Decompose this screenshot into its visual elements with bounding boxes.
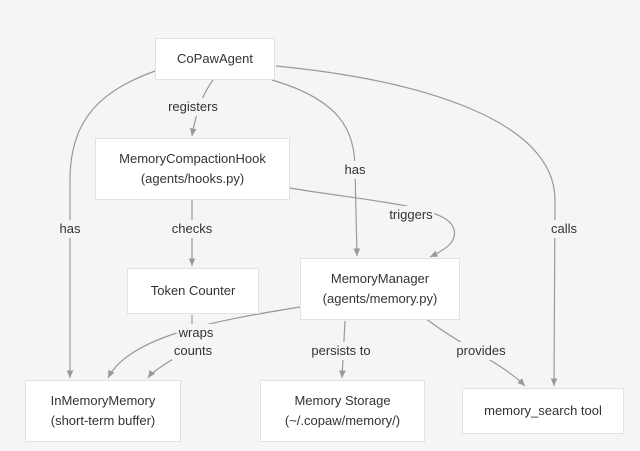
edge-agent-calls-search	[275, 65, 558, 387]
node-label: Memory Storage	[294, 393, 391, 408]
edge-hook-triggers-manager	[289, 187, 455, 258]
node-sublabel: (short-term buffer)	[50, 413, 156, 428]
node-sublabel: (agents/memory.py)	[322, 291, 438, 306]
node-label: InMemoryMemory	[50, 393, 156, 408]
node-label: Token Counter	[150, 283, 236, 298]
edge-label-calls: calls	[548, 220, 580, 238]
node-memory-search-tool: memory_search tool	[462, 388, 624, 434]
node-memory-storage: Memory Storage (~/.copaw/memory/)	[260, 380, 425, 442]
edge-label-triggers: triggers	[387, 206, 435, 224]
node-copaw-agent: CoPawAgent	[155, 38, 275, 80]
edge-label-persists-to: persists to	[309, 342, 373, 360]
node-in-memory-memory: InMemoryMemory (short-term buffer)	[25, 380, 181, 442]
edge-label-wraps: wraps	[176, 324, 216, 342]
edge-label-registers: registers	[166, 98, 220, 116]
edge-label-counts: counts	[171, 342, 215, 360]
edge-label-has-left: has	[57, 220, 83, 238]
node-label: MemoryCompactionHook	[119, 151, 266, 166]
node-sublabel: (~/.copaw/memory/)	[284, 413, 401, 428]
edge-agent-has-inmemory	[66, 69, 159, 378]
node-label: MemoryManager	[330, 271, 430, 286]
node-label: CoPawAgent	[177, 51, 253, 66]
node-label: memory_search tool	[484, 403, 602, 418]
node-sublabel: (agents/hooks.py)	[140, 171, 245, 186]
node-token-counter: Token Counter	[127, 268, 259, 314]
node-memory-compaction-hook: MemoryCompactionHook (agents/hooks.py)	[95, 138, 290, 200]
edge-label-checks: checks	[169, 220, 215, 238]
node-memory-manager: MemoryManager (agents/memory.py)	[300, 258, 460, 320]
edge-label-provides: provides	[454, 342, 508, 360]
edge-label-has-mid: has	[342, 161, 368, 179]
